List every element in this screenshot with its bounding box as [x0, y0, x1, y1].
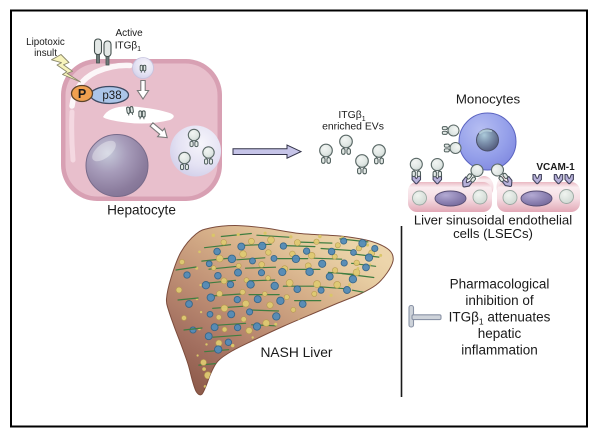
svg-text:cells (LSECs): cells (LSECs) — [453, 226, 533, 241]
svg-text:inflammation: inflammation — [461, 343, 538, 358]
svg-text:Lipotoxic: Lipotoxic — [26, 37, 65, 48]
svg-text:P: P — [78, 87, 86, 101]
svg-text:hepatic: hepatic — [478, 326, 522, 341]
svg-text:ITGβ1: ITGβ1 — [115, 41, 141, 54]
svg-text:enriched EVs: enriched EVs — [322, 122, 384, 133]
svg-text:ITGβ1: ITGβ1 — [338, 110, 365, 123]
svg-text:insult: insult — [34, 48, 57, 59]
svg-text:p38: p38 — [102, 90, 121, 102]
svg-text:Hepatocyte: Hepatocyte — [107, 203, 176, 218]
svg-text:VCAM-1: VCAM-1 — [536, 162, 575, 173]
svg-text:ITGβ1 attenuates: ITGβ1 attenuates — [449, 310, 551, 327]
svg-text:Monocytes: Monocytes — [456, 92, 521, 107]
svg-text:Liver sinusoidal endothelial: Liver sinusoidal endothelial — [414, 213, 572, 228]
svg-text:inhibition of: inhibition of — [465, 293, 534, 308]
svg-text:Pharmacological: Pharmacological — [450, 277, 550, 292]
svg-text:Active: Active — [116, 28, 144, 39]
svg-text:NASH Liver: NASH Liver — [260, 345, 332, 360]
